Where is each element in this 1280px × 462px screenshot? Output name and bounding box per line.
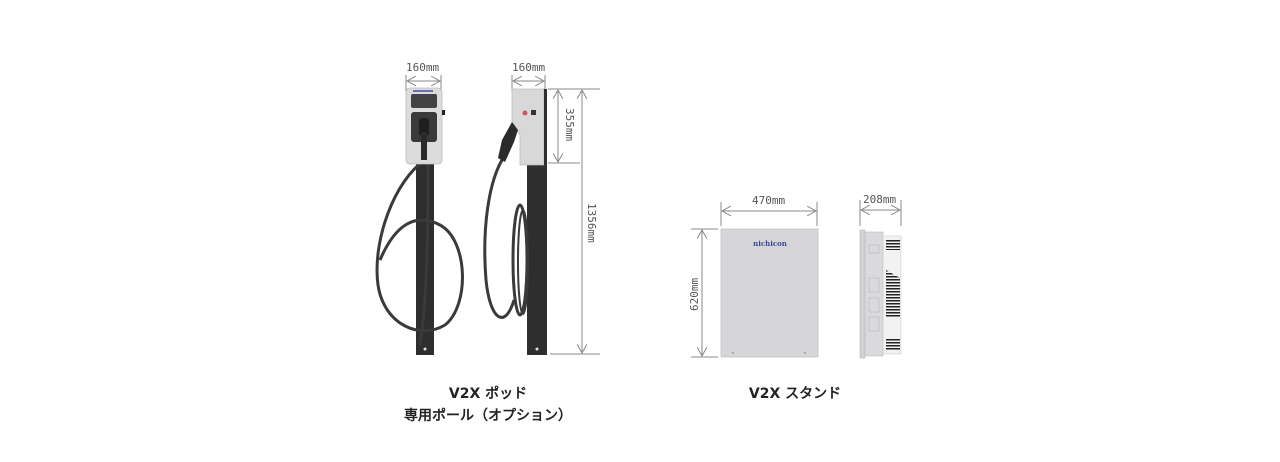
stand-side-view xyxy=(859,200,902,359)
pod-side-width-label: 160mm xyxy=(512,61,546,74)
pod-side-view xyxy=(483,75,600,355)
stand-front-view xyxy=(691,202,819,358)
pod-caption: V2X ポッド 専用ポール（オプション） xyxy=(388,383,588,427)
pod-caption-subtitle: 専用ポール（オプション） xyxy=(404,408,572,424)
stand-depth-label: 208mm xyxy=(863,193,897,206)
pod-front-width-label: 160mm xyxy=(406,61,440,74)
pod-caption-title: V2X ポッド xyxy=(448,386,528,402)
pod-front-view xyxy=(375,75,464,355)
pod-total-height-label: 1356mm xyxy=(585,203,598,243)
stand-caption-title: V2X スタンド xyxy=(748,386,842,402)
nichicon-logo: nichicon xyxy=(753,239,787,248)
stand-width-label: 470mm xyxy=(752,194,786,207)
stand-height-label: 620mm xyxy=(688,277,701,311)
pod-head-height-label: 355mm xyxy=(563,108,576,142)
stand-caption: V2X スタンド xyxy=(695,383,895,405)
